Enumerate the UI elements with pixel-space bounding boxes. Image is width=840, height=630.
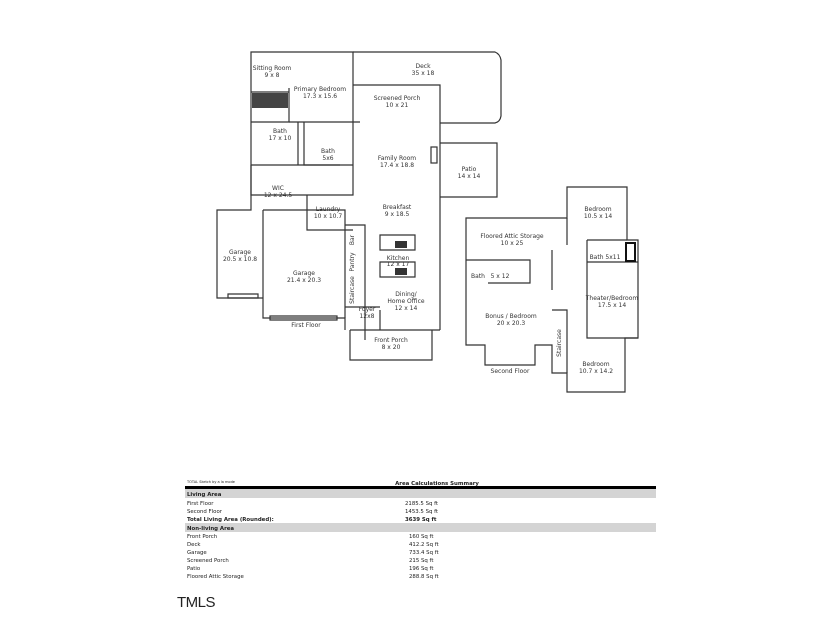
room-label: Deck: [415, 63, 431, 70]
room-dim: 17 x 10: [269, 135, 292, 142]
room-label: Bonus / Bedroom: [485, 313, 537, 320]
room-dim: 17.4 x 18.8: [380, 162, 414, 169]
room-label: Foyer: [359, 306, 376, 313]
pantry-label: Pantry: [349, 252, 356, 272]
row-value: 215 Sq ft: [409, 558, 433, 564]
staircase-label: Staircase: [556, 329, 563, 357]
row-label: First Floor: [187, 501, 214, 507]
room-dim: 5x6: [322, 155, 333, 162]
row-value: 288.8 Sq ft: [409, 574, 439, 580]
room-dim: 10 x 10.7: [314, 213, 343, 220]
row-value: 733.4 Sq ft: [409, 550, 439, 556]
row-label: Garage: [187, 550, 207, 556]
room-label: Sitting Room: [253, 65, 292, 72]
room-dim: 10 x 21: [386, 102, 409, 109]
room-label: Family Room: [378, 155, 416, 162]
room-label: Primary Bedroom: [294, 86, 346, 93]
room-label: Front Porch: [374, 337, 408, 344]
row-value: 2185.5 Sq ft: [405, 501, 438, 507]
room-dim: 20.5 x 10.8: [223, 256, 257, 263]
sketch-credit: TOTAL Sketch by a la mode: [186, 480, 235, 484]
summary-title: Area Calculations Summary: [395, 481, 479, 487]
room-label: Screened Porch: [374, 95, 421, 102]
room-label: Bedroom: [584, 206, 611, 213]
row-value: 160 Sq ft: [409, 534, 433, 540]
floor-label: First Floor: [291, 322, 321, 329]
nonliving-area-header: Non-living Area: [187, 526, 234, 532]
row-label: Floored Attic Storage: [187, 574, 245, 580]
room-dim: 5 x 12: [491, 273, 510, 280]
room-dim: 12 x 24.5: [264, 192, 293, 199]
room-label: Garage: [293, 270, 315, 277]
room-label: Bedroom: [582, 361, 609, 368]
total-label: Total Living Area (Rounded):: [187, 517, 274, 523]
room-dim: 14 x 14: [458, 173, 481, 180]
total-value: 3639 Sq ft: [405, 517, 437, 523]
room-dim: 10.5 x 14: [584, 213, 613, 220]
row-label: Screened Porch: [187, 558, 229, 564]
row-label: Front Porch: [187, 534, 217, 540]
room-label: Bath: [471, 273, 485, 280]
room-label: Laundry: [316, 206, 341, 213]
row-label: Deck: [187, 542, 201, 548]
room-dim: 10 x 25: [501, 240, 524, 247]
room-dim: 12 x 14: [395, 305, 418, 312]
row-value: 1453.5 Sq ft: [405, 509, 438, 515]
room-dim: 8 x 20: [382, 344, 401, 351]
room-label: Breakfast: [383, 204, 412, 211]
second-floor-labels: Bedroom 10.5 x 14 Floored Attic Storage …: [471, 206, 638, 375]
room-label: Kitchen: [387, 255, 410, 262]
room-dim: 9 x 18.5: [385, 211, 410, 218]
staircase-label: Staircase: [349, 276, 356, 304]
room-label: Theater/Bedroom: [585, 295, 639, 302]
room-dim: 10.7 x 14.2: [579, 368, 613, 375]
room-label: Bath 5x11: [590, 254, 621, 261]
room-label: Dining/: [395, 291, 417, 298]
room-dim: 17.3 x 15.6: [303, 93, 337, 100]
room-dim: 21.4 x 20.3: [287, 277, 321, 284]
room-label: Bath: [273, 128, 287, 135]
first-floor-labels: Sitting Room 9 x 8 Primary Bedroom 17.3 …: [223, 63, 481, 351]
room-label: Patio: [462, 166, 477, 173]
room-dim: Home Office: [387, 298, 424, 305]
floor-label: Second Floor: [491, 368, 530, 375]
room-label: WIC: [272, 185, 284, 192]
room-dim: 35 x 18: [412, 70, 435, 77]
row-label: Patio: [187, 566, 200, 572]
row-label: Second Floor: [187, 509, 223, 515]
bar-label: Bar: [349, 234, 356, 245]
room-dim: 12x8: [359, 313, 374, 320]
room-dim: 17.5 x 14: [598, 302, 627, 309]
tmls-logo: TMLS: [177, 594, 216, 611]
row-value: 196 Sq ft: [409, 566, 433, 572]
room-dim: 20 x 20.3: [497, 320, 526, 327]
room-label: Floored Attic Storage: [480, 233, 544, 240]
room-dim: 9 x 8: [265, 72, 280, 79]
first-floor-walls: [216, 51, 502, 361]
room-dim: 12 x 17: [387, 261, 410, 268]
row-value: 412.2 Sq ft: [409, 542, 439, 548]
room-label: Garage: [229, 249, 251, 256]
area-summary-table: TOTAL Sketch by a la mode Area Calculati…: [185, 480, 656, 580]
room-label: Bath: [321, 148, 335, 155]
second-floor-walls: [465, 186, 639, 393]
living-area-header: Living Area: [187, 492, 222, 498]
